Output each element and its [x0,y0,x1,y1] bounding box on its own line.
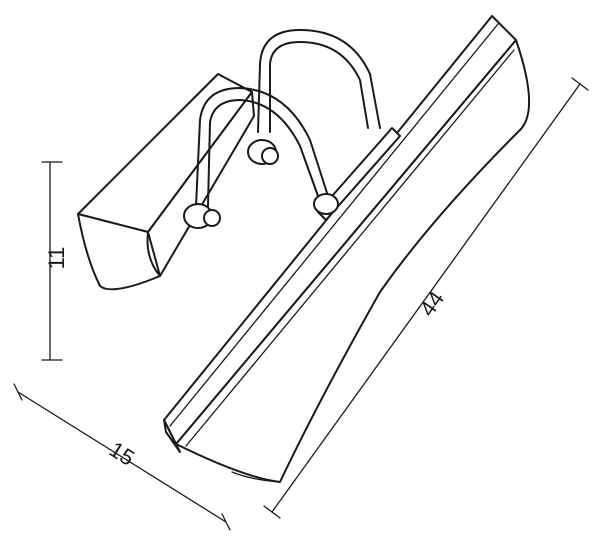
front-arm [183,87,339,229]
length-label: 44 [415,287,450,321]
wall-mount-box [77,73,255,291]
height-dimension: 11 [41,161,69,361]
rear-arm [247,29,381,165]
width-label: 15 [105,437,139,471]
mount-rail [317,127,401,221]
height-label: 11 [44,247,69,270]
